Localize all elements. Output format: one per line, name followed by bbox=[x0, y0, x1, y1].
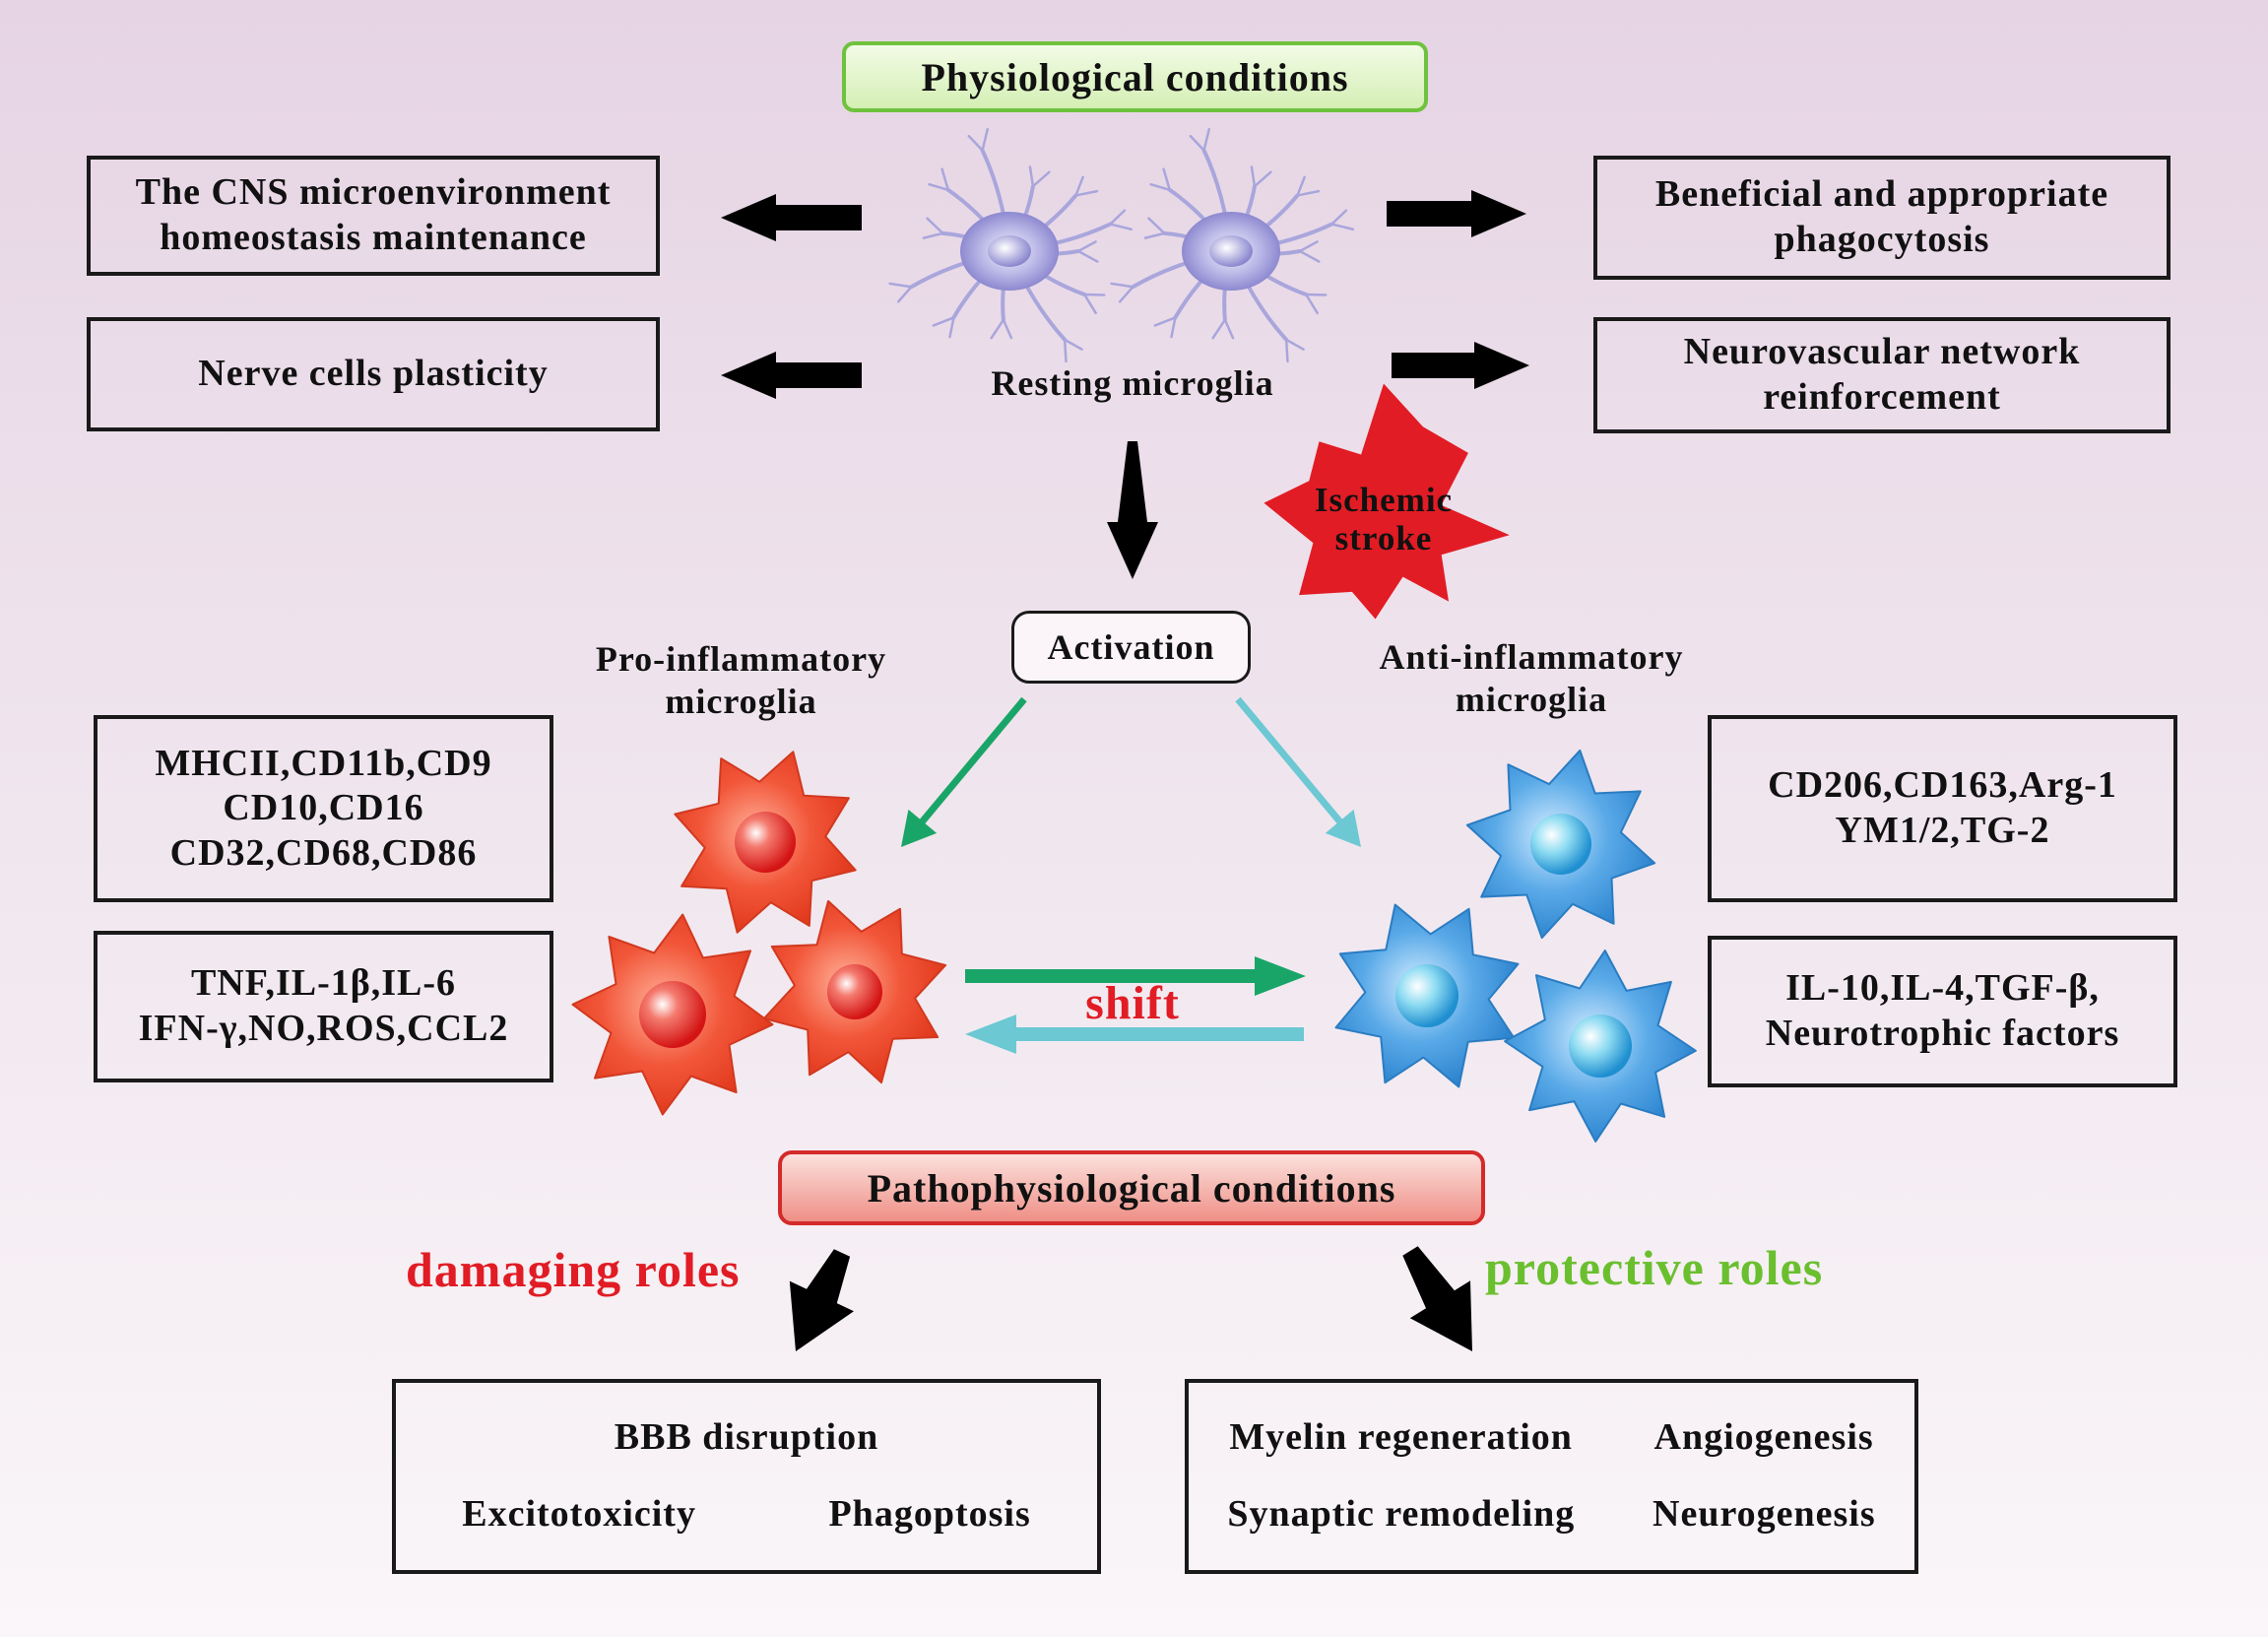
phagoptosis-text: Phagoptosis bbox=[828, 1493, 1031, 1536]
protective-roles-label: protective roles bbox=[1485, 1239, 1823, 1296]
phagocytosis-line-1: Beneficial and appropriate bbox=[1654, 173, 2109, 216]
myelin-regeneration-text: Myelin regeneration bbox=[1229, 1415, 1573, 1458]
anti-cytokine-line-2: Neurotrophic factors bbox=[1765, 1013, 2120, 1054]
arrow-to-pro-inflammatory bbox=[901, 696, 1027, 847]
anti-title-line-1: Anti-inflammatory bbox=[1379, 637, 1684, 677]
pro-inflammatory-title: Pro-inflammatory microglia bbox=[561, 638, 921, 723]
pro-marker-line-3: CD32,CD68,CD86 bbox=[169, 831, 478, 874]
damaging-roles-label: damaging roles bbox=[406, 1241, 741, 1298]
resting-microglia-cell-2 bbox=[1110, 127, 1355, 363]
anti-inflammatory-cell-2 bbox=[1334, 903, 1520, 1088]
physiological-conditions-text: Physiological conditions bbox=[921, 54, 1349, 99]
anti-cytokines-box: IL-10,IL-4,TGF-β, Neurotrophic factors bbox=[1708, 936, 2177, 1087]
ischemic-stroke-label: Ischemic stroke bbox=[1275, 481, 1492, 557]
anti-title-line-2: microglia bbox=[1455, 680, 1608, 720]
pro-inflammatory-cell-3 bbox=[762, 899, 947, 1084]
pro-marker-line-1: MHCII,CD11b,CD9 bbox=[155, 742, 492, 784]
damaging-roles-text: damaging roles bbox=[406, 1242, 741, 1297]
arrow-to-protective-outcomes bbox=[1402, 1246, 1472, 1351]
resting-microglia-label: Resting microglia bbox=[945, 362, 1320, 405]
pro-marker-line-2: CD10,CD16 bbox=[223, 787, 424, 829]
shift-label: shift bbox=[1044, 975, 1221, 1032]
stroke-line-1: Ischemic bbox=[1314, 481, 1454, 519]
stroke-line-2: stroke bbox=[1334, 519, 1433, 558]
shift-text: shift bbox=[1085, 977, 1180, 1029]
cns-homeostasis-box: The CNS microenvironment homeostasis mai… bbox=[87, 156, 660, 276]
cns-line-1: The CNS microenvironment bbox=[135, 171, 612, 214]
phagocytosis-line-2: phagocytosis bbox=[1774, 219, 1990, 260]
angiogenesis-text: Angiogenesis bbox=[1653, 1415, 1874, 1458]
pro-inflammatory-cell-2 bbox=[571, 913, 774, 1116]
pro-title-line-1: Pro-inflammatory bbox=[595, 639, 887, 679]
activation-text: Activation bbox=[1047, 627, 1215, 667]
arrow-to-activation bbox=[1107, 441, 1158, 579]
pro-cytokine-line-2: IFN-γ,NO,ROS,CCL2 bbox=[138, 1008, 509, 1049]
ischemic-stroke-starburst bbox=[1264, 383, 1510, 620]
phagocytosis-box: Beneficial and appropriate phagocytosis bbox=[1593, 156, 2171, 280]
pathophysiological-conditions-header: Pathophysiological conditions bbox=[778, 1150, 1485, 1225]
arrow-to-nerve-plasticity bbox=[721, 352, 862, 399]
anti-markers-box: CD206,CD163,Arg-1 YM1/2,TG-2 bbox=[1708, 715, 2177, 902]
anti-inflammatory-cell-1 bbox=[1465, 749, 1656, 940]
arrow-to-cns-homeostasis bbox=[721, 194, 862, 241]
anti-marker-line-2: YM1/2,TG-2 bbox=[1835, 810, 2050, 851]
arrow-to-neurovascular bbox=[1392, 342, 1529, 389]
activation-pill: Activation bbox=[1011, 611, 1251, 684]
neurogenesis-text: Neurogenesis bbox=[1652, 1493, 1876, 1536]
arrow-to-damaging-outcomes bbox=[789, 1249, 854, 1351]
anti-cytokine-line-1: IL-10,IL-4,TGF-β, bbox=[1785, 967, 2100, 1010]
anti-inflammatory-title: Anti-inflammatory microglia bbox=[1349, 636, 1714, 721]
protective-roles-text: protective roles bbox=[1485, 1240, 1824, 1295]
pathophysiological-text: Pathophysiological conditions bbox=[867, 1165, 1396, 1211]
anti-inflammatory-cell-3 bbox=[1504, 949, 1697, 1143]
synaptic-remodeling-text: Synaptic remodeling bbox=[1227, 1493, 1576, 1536]
pro-cytokine-line-1: TNF,IL-1β,IL-6 bbox=[190, 962, 457, 1005]
shift-arrow-to-pro bbox=[965, 1015, 1304, 1054]
resting-microglia-text: Resting microglia bbox=[991, 363, 1274, 403]
neurovascular-box: Neurovascular network reinforcement bbox=[1593, 317, 2171, 433]
damaging-outcomes-box: BBB disruption Excitotoxicity Phagoptosi… bbox=[392, 1379, 1101, 1574]
resting-microglia-cell-1 bbox=[888, 127, 1134, 363]
pro-markers-box: MHCII,CD11b,CD9 CD10,CD16 CD32,CD68,CD86 bbox=[94, 715, 553, 902]
protective-outcomes-box: Myelin regeneration Angiogenesis Synapti… bbox=[1185, 1379, 1918, 1574]
nerve-plasticity-box: Nerve cells plasticity bbox=[87, 317, 660, 431]
pro-cytokines-box: TNF,IL-1β,IL-6 IFN-γ,NO,ROS,CCL2 bbox=[94, 931, 553, 1082]
arrow-to-phagocytosis bbox=[1387, 190, 1526, 237]
excitotoxicity-text: Excitotoxicity bbox=[462, 1493, 696, 1536]
shift-arrow-to-anti bbox=[965, 956, 1306, 996]
cns-line-2: homeostasis maintenance bbox=[160, 217, 587, 258]
pro-inflammatory-cell-1 bbox=[674, 751, 857, 934]
physiological-conditions-header: Physiological conditions bbox=[842, 41, 1428, 112]
arrow-to-anti-inflammatory bbox=[1235, 696, 1361, 847]
neurovascular-line-2: reinforcement bbox=[1763, 376, 2001, 418]
pro-title-line-2: microglia bbox=[665, 682, 817, 722]
neurovascular-line-1: Neurovascular network bbox=[1683, 331, 2081, 373]
plasticity-text: Nerve cells plasticity bbox=[198, 353, 549, 395]
bbb-disruption-text: BBB disruption bbox=[614, 1415, 879, 1458]
anti-marker-line-1: CD206,CD163,Arg-1 bbox=[1768, 764, 2117, 807]
